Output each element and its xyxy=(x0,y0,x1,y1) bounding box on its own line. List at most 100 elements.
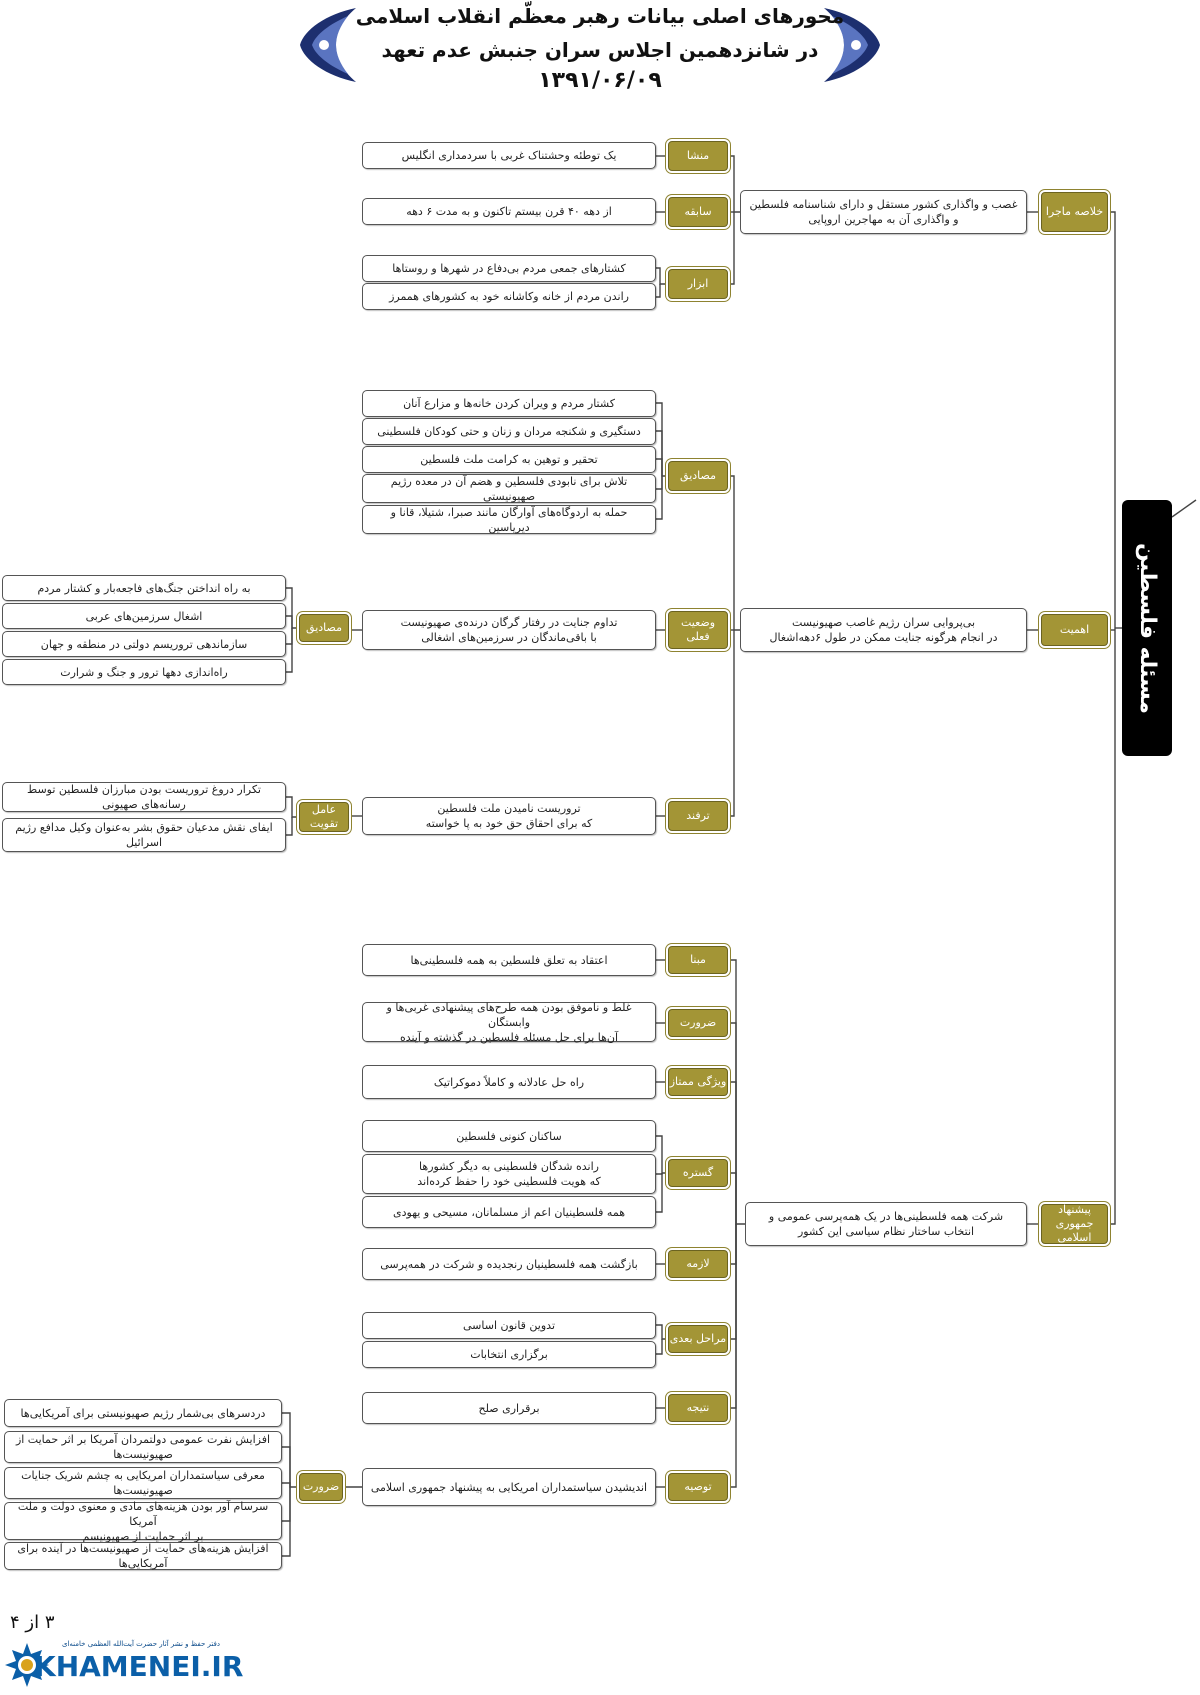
root-arrow-line xyxy=(1171,499,1197,518)
connector-line xyxy=(728,1224,737,1409)
tag-history: سابقه xyxy=(668,197,728,227)
us-necessity-box-1: دردسرهای بی‌شمار رژیم صهیونیستی برای آمر… xyxy=(4,1399,282,1427)
example-box-5: حمله به اردوگاه‌های آوارگان مانند صبرا، … xyxy=(362,505,656,534)
ornament-right-icon xyxy=(824,8,880,82)
connector-line xyxy=(656,1324,668,1340)
tag-scope: گستره xyxy=(668,1159,728,1187)
root-label: مسئله فلسطین xyxy=(1134,542,1160,714)
necessity-box: غلط و ناموفق بودن همه طرح‌های پیشنهادی غ… xyxy=(362,1001,656,1044)
connector-line xyxy=(728,1081,737,1224)
tag-current-status: وضعیت فعلی xyxy=(668,611,728,649)
connector-line xyxy=(282,1482,291,1487)
connector-line xyxy=(286,628,293,645)
tag-origin: منشا xyxy=(668,141,728,171)
tag-necessity: ضرورت xyxy=(668,1009,728,1037)
current-example-box-3: سازماندهی تروریسم دولتی در منطقه و جهان xyxy=(2,631,286,657)
proposal-box: شرکت همه فلسطینی‌ها در یک همه‌پرسی عمومی… xyxy=(745,1202,1027,1246)
connector-line xyxy=(656,458,663,476)
connector-line xyxy=(286,628,293,673)
origin-box: یک توطئه وحشتناک غربی با سردمداری انگلیس xyxy=(362,142,656,169)
logo-star-icon xyxy=(5,1643,49,1687)
reinforcing-box-2: ایفای نقش مدعیان حقوق بشر به‌عنوان وکیل … xyxy=(2,818,286,852)
connector-line xyxy=(728,212,735,285)
connector-line xyxy=(656,1339,663,1355)
tag-prerequisite: لازمه xyxy=(668,1250,728,1278)
page-date: ۱۳۹۱/۰۶/۰۹ xyxy=(538,68,662,93)
connector-line xyxy=(656,1173,663,1213)
page-subtitle: در شانزدهمین اجلاس سران جنبش عدم تعهد xyxy=(381,38,819,62)
scope-box-2: رانده شدگان فلسطینی به دیگر کشورها که هو… xyxy=(362,1154,656,1194)
tag-trick: ترفند xyxy=(668,801,728,831)
connector-line xyxy=(656,284,661,298)
connector-line xyxy=(286,587,299,629)
tag-proposal: پیشنهاد جمهوری اسلامی xyxy=(1041,1203,1108,1244)
connector-line xyxy=(286,817,293,836)
connector-line xyxy=(286,615,293,628)
tag-examples: مصادیق xyxy=(668,461,728,491)
current-example-box-4: راه‌اندازی دهها ترور و جنگ و شرارت xyxy=(2,659,286,685)
recommendation-box: اندیشیدن سیاستمداران امریکایی به پیشنهاد… xyxy=(362,1468,656,1506)
tag-tools: ابزار xyxy=(668,269,728,299)
tools-box-1: کشتارهای جمعی مردم بی‌دفاع در شهرها و رو… xyxy=(362,255,656,282)
connector-line xyxy=(728,1172,737,1224)
logo-text: KHAMENEI.IR xyxy=(34,1650,244,1683)
tag-us-necessity: ضرورت xyxy=(299,1473,343,1501)
connector-line xyxy=(728,1022,737,1224)
tag-summary: خلاصه ماجرا xyxy=(1041,192,1108,232)
trick-box: تروریست نامیدن ملت فلسطین که برای احقاق … xyxy=(362,797,656,835)
connector-line xyxy=(656,476,663,490)
connector-line xyxy=(656,476,663,520)
connector-line xyxy=(282,1487,291,1557)
current-status-box: تداوم جنایت در رفتار گرگان درنده‌ی صهیون… xyxy=(362,610,656,650)
connector-line xyxy=(282,1487,291,1522)
connector-line xyxy=(728,1224,737,1340)
tag-feature: ویژگی ممتاز xyxy=(668,1068,728,1096)
tag-result: نتیجه xyxy=(668,1394,728,1422)
tag-next-steps: مراحل بعدی xyxy=(668,1325,728,1353)
importance-box: بی‌پروایی سران رژیم غاصب صهیونیست در انج… xyxy=(740,608,1027,652)
current-example-box-1: به راه انداختن جنگ‌های فاجعه‌بار و کشتار… xyxy=(2,575,286,601)
next-step-box-2: برگزاری انتخابات xyxy=(362,1341,656,1368)
connector-line xyxy=(656,267,668,285)
prerequisite-box: بازگشت همه فلسطینیان رنجدیده و شرکت در ه… xyxy=(362,1248,656,1280)
tag-reinforcing-factor: عامل تقویت xyxy=(299,802,349,832)
tag-recommendation: توصیه xyxy=(668,1473,728,1501)
scope-box-3: همه فلسطینیان اعم از مسلمانان، مسیحی و ی… xyxy=(362,1196,656,1228)
current-example-box-2: اشغال سرزمین‌های عربی xyxy=(2,603,286,629)
connector-line xyxy=(728,475,740,631)
connector-line xyxy=(728,1224,737,1265)
basis-box: اعتقاد به تعلق فلسطین به همه فلسطینی‌ها xyxy=(362,944,656,976)
connector-line xyxy=(728,630,735,817)
tools-box-2: راندن مردم از خانه وکاشانه خود به کشورها… xyxy=(362,283,656,310)
page-number: ۳ از ۴ xyxy=(10,1612,55,1633)
us-necessity-box-3: معرفی سیاستمداران امریکایی به چشم شریک ج… xyxy=(4,1467,282,1499)
connector-line xyxy=(656,430,663,476)
tag-basis: مبنا xyxy=(668,946,728,974)
us-necessity-box-4: سرسام آور بودن هزینه‌های مادی و معنوی دو… xyxy=(4,1500,282,1543)
next-step-box-1: تدوین قانون اساسی xyxy=(362,1312,656,1339)
example-box-4: تلاش برای نابودی فلسطین و هضم آن در معده… xyxy=(362,474,656,503)
tag-importance: اهمیت xyxy=(1041,614,1108,646)
connector-line xyxy=(728,155,740,213)
scope-box-1: ساکنان کنونی فلسطین xyxy=(362,1120,656,1152)
connector-line xyxy=(656,1173,663,1175)
connector-line xyxy=(282,1446,291,1487)
connector-line xyxy=(286,796,299,818)
feature-box: راه حل عادلانه و کاملاً دموکراتیک xyxy=(362,1065,656,1099)
logo-subtitle: دفتر حفظ و نشر آثار حضرت آیت‌الله العظمی… xyxy=(62,1640,220,1648)
reinforcing-box-1: تکرار دروغ تروریست بودن مبارزان فلسطین ت… xyxy=(2,782,286,812)
us-necessity-box-5: افزایش هزینه‌های حمایت از صهیونیست‌ها در… xyxy=(4,1542,282,1570)
root-node: مسئله فلسطین xyxy=(1122,500,1172,756)
example-box-3: تحقیر و توهین به کرامت ملت فلسطین xyxy=(362,446,656,473)
connector-line xyxy=(728,1224,737,1488)
summary-box: غصب و واگذاری کشور مستقل و دارای شناسنام… xyxy=(740,190,1027,234)
root-spine-line xyxy=(1108,211,1116,1225)
history-box: از دهه ۴۰ قرن بیستم تاکنون و به مدت ۶ ده… xyxy=(362,198,656,225)
tag-current-examples: مصادیق xyxy=(299,614,349,642)
khamenei-logo[interactable]: دفتر حفظ و نشر آثار حضرت آیت‌الله العظمی… xyxy=(4,1638,244,1690)
ornament-left-icon xyxy=(300,8,356,82)
connector-line xyxy=(656,1135,668,1174)
us-necessity-box-2: افزایش نفرت عمومی دولتمردان آمریکا بر اث… xyxy=(4,1431,282,1463)
